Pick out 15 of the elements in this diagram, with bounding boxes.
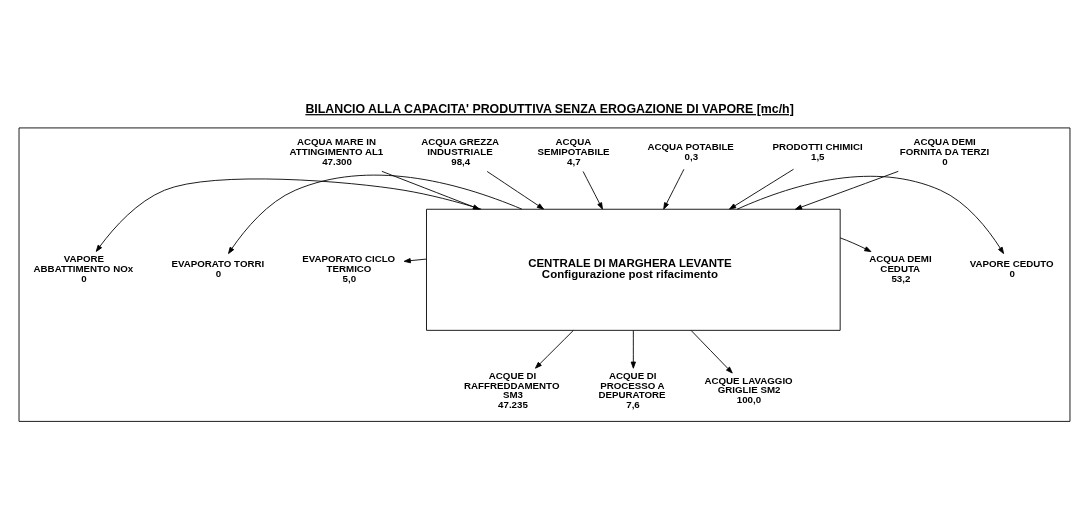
node-text: VAPORE ABBATTIMENTO NOx 0 [33,252,134,284]
node-text: ACQUE LAVAGGIO GRIGLIE SM2 100,0 [704,374,793,405]
node-text: ACQUE DI RAFFREDDAMENTO SM3 47.235 [464,369,560,410]
node-text: PRODOTTI CHIMICI 1,5 [772,140,863,162]
diagram-title: BILANCIO ALLA CAPACITA' PRODUTTIVA SENZA EROGAZIONE DI VAPORE [mc/h] [305,101,794,116]
node-text: ACQUA SEMIPOTABILE 4,7 [537,135,610,167]
node-text: ACQUA DEMI FORNITA DA TERZI 0 [899,135,990,167]
node-text: ACQUE DI PROCESSO A DEPURATORE 7,6 [598,369,666,410]
node-text: ACQUA GREZZA INDUSTRIALE 98,4 [421,135,500,167]
node-text: EVAPORATO TORRI 0 [171,257,265,279]
node-text: ACQUA DEMI CEDUTA 53,2 [869,252,932,284]
node-text: EVAPORATO CICLO TERMICO 5,0 [302,252,396,284]
node-text: ACQUA MARE IN ATTINGIMENTO AL1 47.300 [289,135,384,167]
node-text: VAPORE CEDUTO 0 [969,257,1054,279]
node-text: ACQUA POTABILE 0,3 [647,140,734,162]
